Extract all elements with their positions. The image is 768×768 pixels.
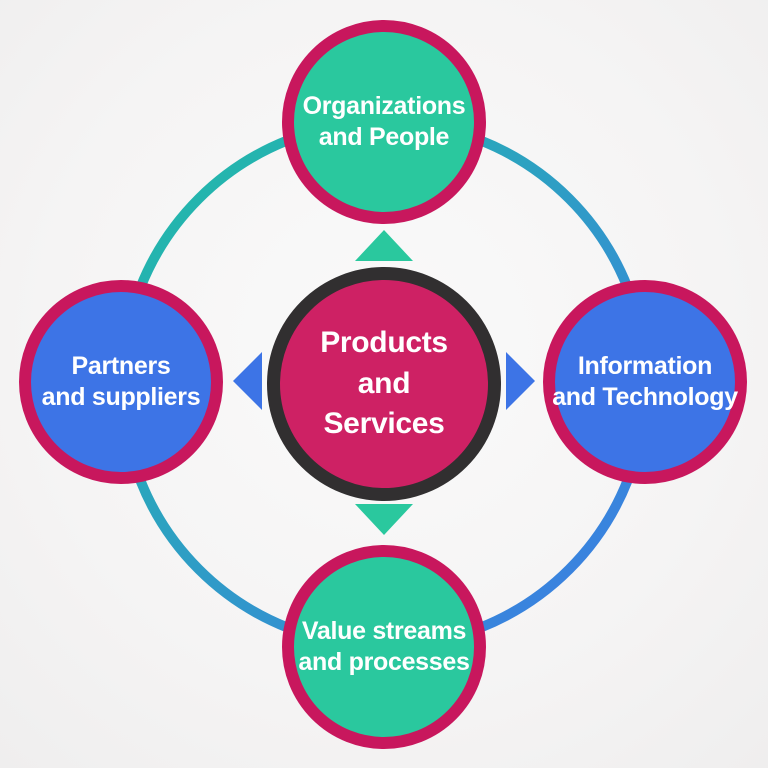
bubble-information-and-technology: Information and Technology — [543, 280, 747, 484]
bubble-label: Value streams and processes — [298, 616, 470, 677]
bubble-label: Partners and suppliers — [41, 351, 201, 412]
arrow-left-icon — [233, 352, 262, 410]
arrow-right-icon — [506, 352, 535, 410]
center-label: Products and Services — [320, 326, 448, 441]
bubble-organizations-and-people: Organizations and People — [282, 20, 486, 224]
bubble-label: Information and Technology — [552, 351, 738, 412]
bubble-value-streams-and-processes: Value streams and processes — [282, 545, 486, 749]
arrow-up-icon — [355, 230, 413, 261]
arrow-down-icon — [355, 504, 413, 535]
bubble-label: Organizations and People — [302, 91, 466, 152]
bubble-partners-and-suppliers: Partners and suppliers — [19, 280, 223, 484]
bubble-products-and-services: Products and Services — [267, 267, 501, 501]
